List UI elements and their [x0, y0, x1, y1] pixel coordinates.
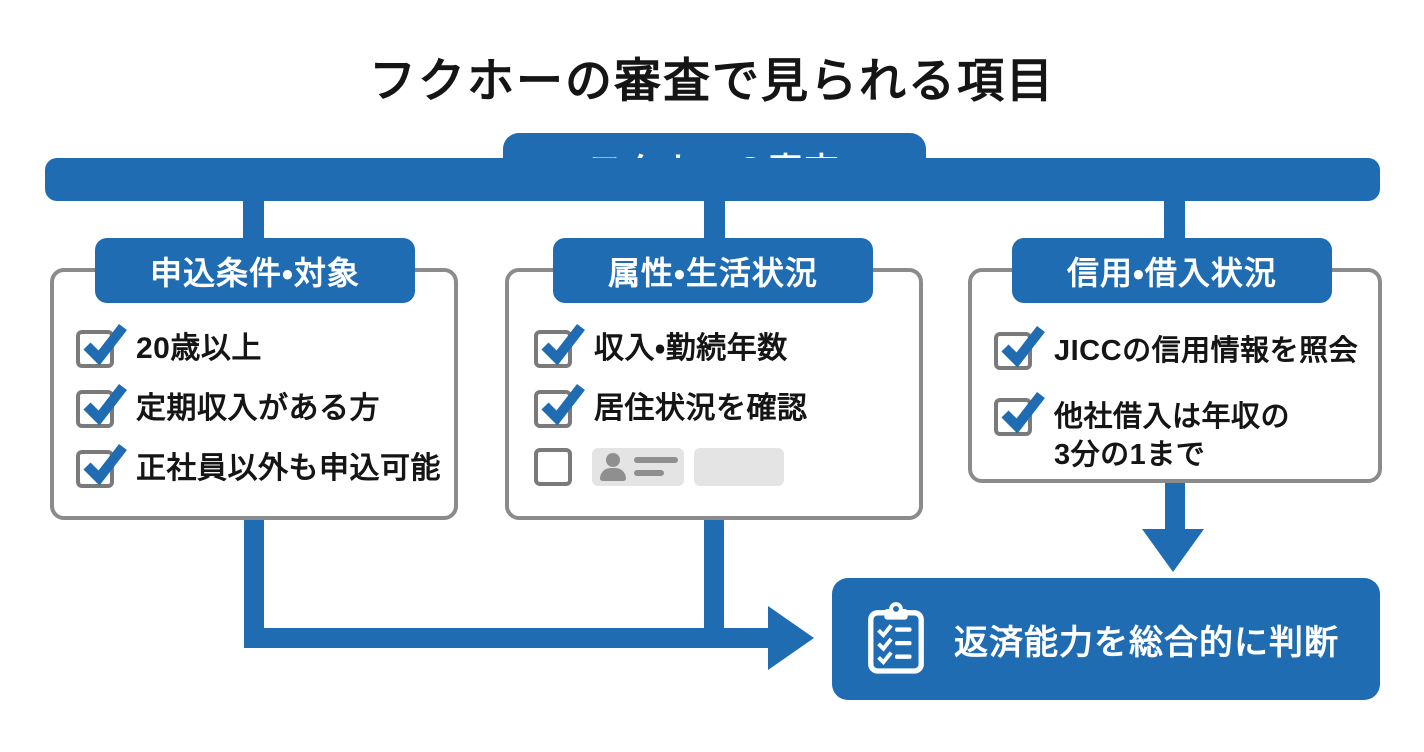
item-label: 定期収入がある方 [136, 392, 380, 425]
check-icon [1001, 391, 1045, 434]
branch-header-credit-borrowing: 信用・借入状況 [1012, 238, 1332, 303]
item-label: 居住状況を確認 [594, 392, 808, 425]
list-item: 他社借入は年収の 3分の1まで [994, 391, 1291, 474]
item-label: 正社員以外も申込可能 [136, 452, 441, 485]
branch-header-label: 属性・生活状況 [608, 254, 818, 291]
checkbox-checked [994, 325, 1045, 370]
list-item: 居住状況を確認 [534, 383, 808, 428]
list-item: 20歳以上 [76, 323, 262, 368]
connector-from-branch-3 [1165, 478, 1185, 530]
item-label: JICCの信用情報を照会 [1054, 335, 1359, 367]
item-label: 収入・勤続年数 [594, 332, 788, 365]
clipboard-checklist-icon [868, 602, 924, 674]
checkbox-checked [76, 323, 127, 368]
checkbox-checked [534, 383, 585, 428]
checkbox-checked [76, 443, 127, 488]
root-connector-bar [45, 158, 1380, 201]
list-item-redacted [534, 448, 784, 486]
item-label: 他社借入は年収の 3分の1まで [1054, 401, 1291, 471]
connector-from-branch-2 [704, 512, 724, 648]
branch-header-attributes-living: 属性・生活状況 [553, 238, 873, 303]
checkbox-unchecked [534, 448, 572, 486]
list-item: 定期収入がある方 [76, 383, 380, 428]
check-icon [83, 383, 127, 426]
connector-from-branch-1 [244, 512, 264, 648]
check-icon [541, 323, 585, 366]
branch-header-application-conditions: 申込条件・対象 [95, 238, 415, 303]
branch-header-label: 信用・借入状況 [1067, 254, 1277, 291]
person-icon [600, 468, 626, 481]
person-icon [606, 453, 620, 467]
id-card-placeholder-icon [592, 448, 684, 486]
checkbox-checked [994, 391, 1045, 436]
connector-branch-2 [704, 198, 725, 240]
text-line-placeholder [634, 470, 664, 476]
item-label: 20歳以上 [136, 332, 262, 365]
result-box: 返済能力を総合的に判断 [832, 578, 1380, 700]
arrow-right-icon [768, 606, 814, 670]
check-icon [83, 443, 127, 486]
arrow-down-icon [1142, 529, 1204, 572]
check-icon [83, 323, 127, 366]
redacted-placeholder [694, 448, 784, 486]
list-item: JICCの信用情報を照会 [994, 325, 1359, 370]
list-item: 収入・勤続年数 [534, 323, 788, 368]
result-label: 返済能力を総合的に判断 [954, 623, 1339, 662]
check-icon [1001, 325, 1045, 368]
checkbox-checked [76, 383, 127, 428]
text-line-placeholder [634, 457, 678, 463]
check-icon [541, 383, 585, 426]
page-title: フクホーの審査で見られる項目 [369, 54, 1055, 107]
branch-box-credit-borrowing [968, 268, 1382, 483]
merge-connector-bar [244, 628, 768, 648]
list-item: 正社員以外も申込可能 [76, 443, 441, 488]
connector-branch-1 [243, 198, 264, 240]
checkbox-checked [534, 323, 585, 368]
branch-header-label: 申込条件・対象 [150, 254, 360, 291]
connector-branch-3 [1164, 198, 1185, 240]
